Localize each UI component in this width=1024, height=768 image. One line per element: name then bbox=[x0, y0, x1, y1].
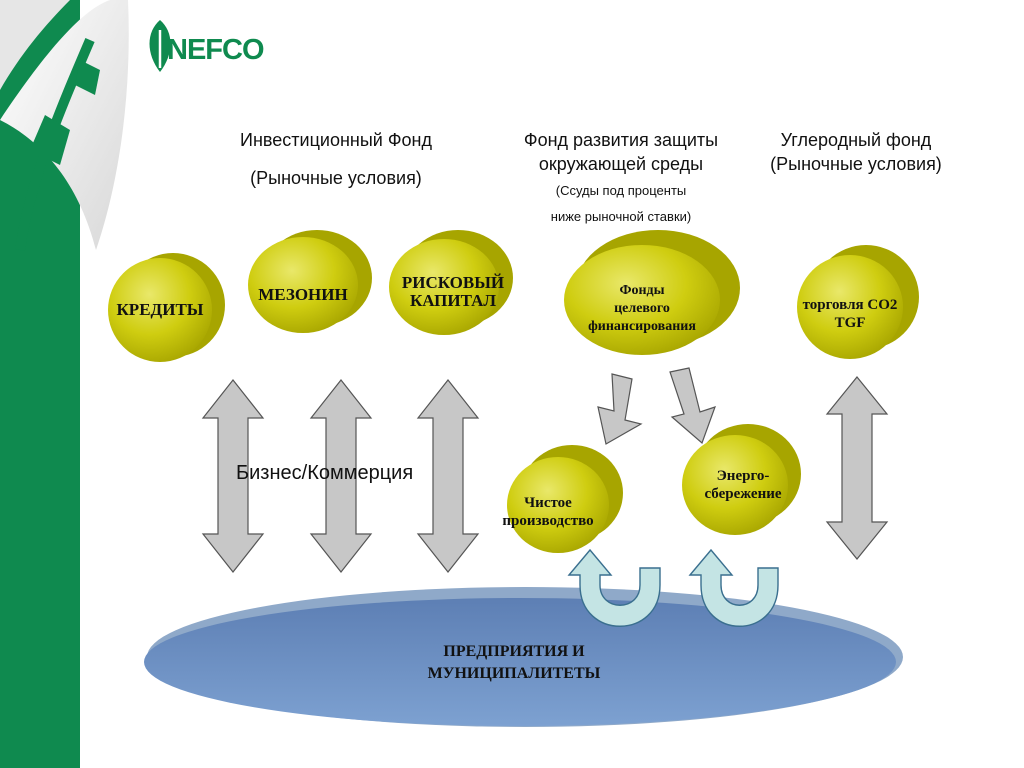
carbon-fund-header: Углеродный фонд (Рыночные условия) bbox=[756, 126, 956, 178]
double-arrow-mezzanine bbox=[309, 379, 373, 573]
carbon-fund-terms: (Рыночные условия) bbox=[770, 154, 942, 174]
double-arrow-co2 bbox=[825, 376, 889, 560]
risk-capital-label: РИСКОВЫЙ КАПИТАЛ bbox=[383, 274, 523, 310]
leaf-decoration bbox=[0, 0, 129, 251]
co2-trade-label: торговля CO2 TGF bbox=[787, 296, 913, 332]
nefco-logo: NEFCO bbox=[167, 34, 264, 66]
enterprises-line-2: МУНИЦИПАЛИТЕТЫ bbox=[427, 665, 601, 682]
enterprises-ellipse bbox=[144, 587, 903, 727]
risk-capital-line-2: КАПИТАЛ bbox=[409, 291, 497, 310]
disk-clean-production bbox=[507, 445, 623, 553]
credits-label: КРЕДИТЫ bbox=[116, 300, 204, 319]
energy-saving-line-2: сбережение bbox=[704, 486, 782, 502]
target-funds-line-3: финансирования bbox=[588, 319, 696, 334]
disk-target-funds bbox=[564, 230, 740, 355]
environment-fund-terms-2: ниже рыночной ставки) bbox=[550, 209, 692, 224]
co2-trade-line-2: TGF bbox=[834, 315, 866, 331]
investment-fund-terms: (Рыночные условия) bbox=[250, 168, 422, 188]
disk-credits bbox=[108, 253, 225, 362]
double-arrow-credits bbox=[201, 379, 265, 573]
nefco-leaf-icon bbox=[149, 20, 171, 72]
environment-fund-title-2: окружающей среды bbox=[538, 154, 704, 174]
clean-production-line-2: производство bbox=[502, 513, 594, 529]
energy-saving-label: Энерго- сбережение bbox=[683, 467, 803, 503]
environment-fund-header: Фонд развития защиты окружающей среды (С… bbox=[506, 126, 736, 230]
mezzanine-label: МЕЗОНИН bbox=[258, 285, 348, 304]
uturn-arrow-right bbox=[688, 548, 779, 627]
disk-risk-capital bbox=[389, 230, 513, 335]
investment-fund-title: Инвестиционный Фонд bbox=[240, 130, 432, 150]
target-funds-line-2: целевого bbox=[614, 301, 670, 316]
environment-fund-title-1: Фонд развития защиты bbox=[523, 130, 719, 150]
disk-co2-trade bbox=[797, 245, 919, 359]
target-funds-label: Фонды целевого финансирования bbox=[567, 282, 717, 336]
down-arrow-to-clean-production bbox=[597, 373, 643, 445]
down-arrow-to-energy-saving bbox=[669, 367, 716, 445]
disk-energy-saving bbox=[682, 424, 801, 535]
enterprises-line-1: ПРЕДПРИЯТИЯ И bbox=[443, 643, 585, 660]
enterprises-label: ПРЕДПРИЯТИЯ И МУНИЦИПАЛИТЕТЫ bbox=[394, 641, 634, 685]
energy-saving-line-1: Энерго- bbox=[716, 468, 770, 484]
clean-production-line-1: Чистое bbox=[524, 495, 572, 511]
target-funds-line-1: Фонды bbox=[619, 283, 665, 298]
clean-production-label: Чистое производство bbox=[488, 494, 608, 530]
uturn-arrow-left bbox=[567, 548, 661, 627]
double-arrow-risk-capital bbox=[416, 379, 480, 573]
carbon-fund-title: Углеродный фонд bbox=[780, 130, 932, 150]
business-commerce-label: Бизнес/Коммерция bbox=[236, 462, 414, 484]
investment-fund-header: Инвестиционный Фонд (Рыночные условия) bbox=[226, 126, 446, 192]
environment-fund-terms-1: (Ссуды под проценты bbox=[555, 183, 687, 198]
risk-capital-line-1: РИСКОВЫЙ bbox=[401, 273, 505, 292]
disk-mezzanine bbox=[248, 230, 372, 333]
co2-trade-line-1: торговля CO2 bbox=[802, 297, 898, 313]
